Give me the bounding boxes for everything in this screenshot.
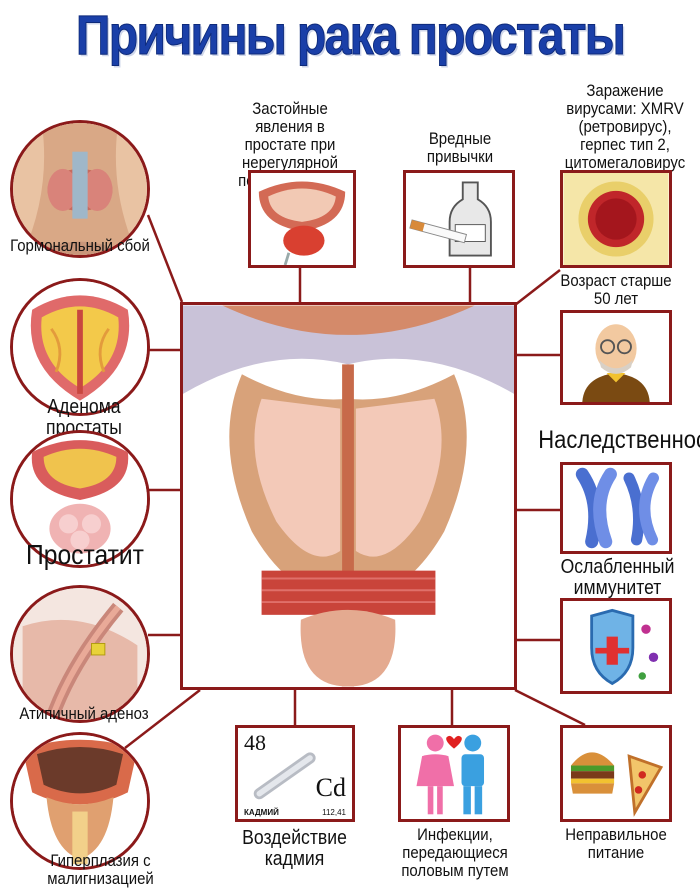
thyroid-circle: [10, 120, 150, 258]
cause-atypical: Атипичный аденоз: [19, 704, 149, 723]
hyperplasia-image: [13, 735, 147, 867]
page-title: Причины рака простаты: [75, 3, 626, 67]
prostatitis-circle: [10, 430, 150, 568]
cadmium-box: 48 Cd КАДМИЙ 112,41: [235, 725, 355, 822]
cigarette-bottle-image: [406, 173, 512, 265]
prostatitis-image: [13, 433, 147, 565]
cadmium-symbol: Cd: [315, 773, 346, 802]
cause-habits: Вредные привычки: [426, 129, 494, 166]
cause-cadmium: Воздействие кадмия: [242, 827, 347, 870]
prostate-anatomy-center: [180, 302, 517, 690]
infections-box: [398, 725, 510, 822]
cadmium-mass: 112,41: [322, 808, 346, 817]
ampoule-image: [253, 752, 316, 800]
adenoma-image: [13, 281, 147, 413]
atypical-circle: [10, 585, 150, 723]
fast-food-image: [563, 728, 669, 819]
bladder-prostate-image: [251, 173, 353, 265]
cause-prostatitis: Простатит: [26, 539, 144, 570]
congestion-box: [248, 170, 356, 268]
cadmium-name: КАДМИЙ: [244, 808, 279, 817]
cause-age: Возраст старше 50 лет: [560, 271, 672, 308]
couple-image: [401, 728, 507, 819]
heredity-box: [560, 462, 672, 554]
cadmium-number: 48: [244, 730, 266, 755]
cause-virus: Заражение вирусами: XMRV (ретровирус), г…: [564, 81, 686, 172]
virus-image: [563, 173, 669, 265]
adenoma-circle: [10, 278, 150, 416]
virus-box: [560, 170, 672, 268]
cause-infections: Инфекции, передающиеся половым путем: [401, 825, 509, 880]
cause-heredity: Наследственность: [538, 426, 700, 454]
diet-box: [560, 725, 672, 822]
thyroid-neck-image: [13, 123, 147, 255]
cause-immunity: Ослабленный иммунитет: [560, 556, 675, 599]
chromosome-image: [563, 465, 669, 551]
elderly-man-image: [563, 313, 669, 402]
habits-box: [403, 170, 515, 268]
cause-hormonal: Гормональный сбой: [10, 236, 150, 255]
prostate-anatomy-image: [183, 305, 514, 687]
cause-diet: Неправильное питание: [565, 825, 667, 862]
cause-hyperplasia: Гиперплазия с малигнизацией: [47, 851, 154, 888]
atypical-adenosis-image: [13, 588, 147, 720]
hyperplasia-circle: [10, 732, 150, 870]
immunity-box: [560, 598, 672, 694]
shield-icon: [563, 601, 669, 691]
age-box: [560, 310, 672, 405]
